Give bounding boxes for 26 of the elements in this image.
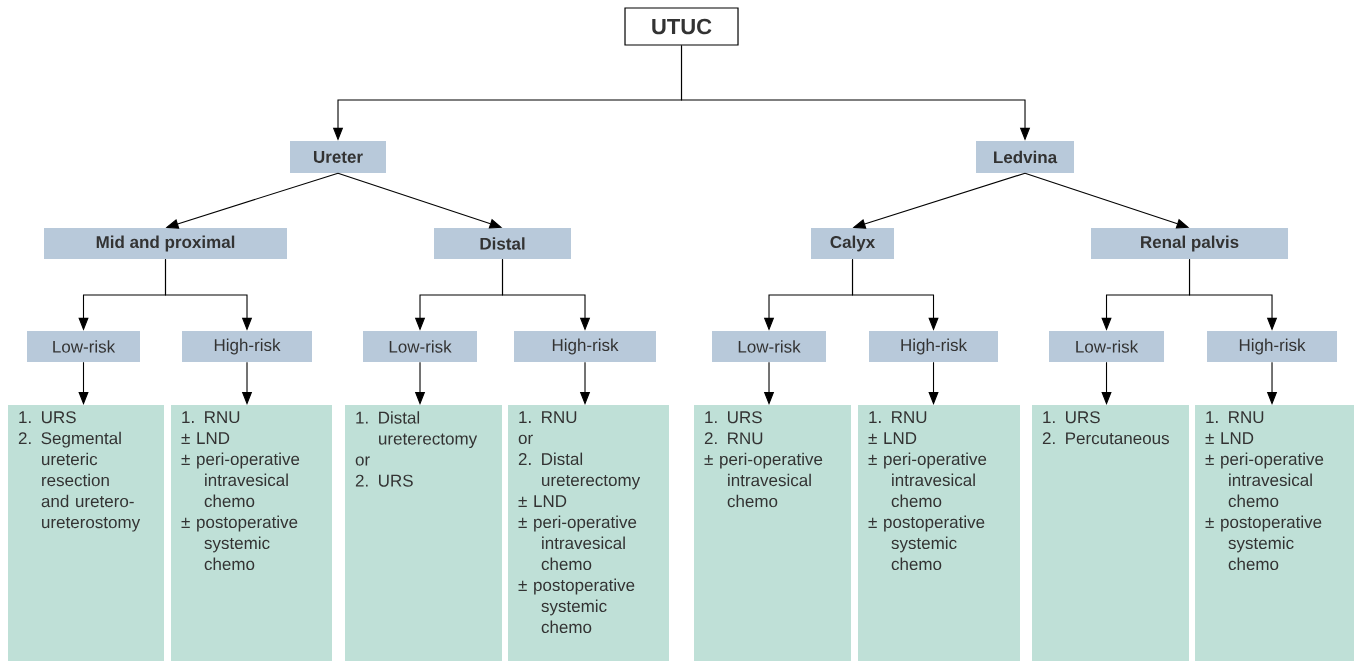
- risk-box: High-risk: [514, 331, 656, 362]
- category-box: Ureter: [290, 141, 386, 173]
- category-box: Distal: [434, 228, 571, 259]
- treatment-box: 1. RNU ± LND ± peri-operative intravesical chemo ± postoperative systemic chemo: [858, 405, 1020, 661]
- treatment-box: 1. RNU ± LND ± peri-operative intravesical chemo ± postoperative systemic chemo: [1195, 405, 1354, 661]
- treatment-box: 1. RNU ± LND ± peri-operative intravesical chemo ± postoperative systemic chemo: [171, 405, 332, 661]
- arrow: [78, 361, 89, 405]
- category-box: Calyx: [811, 228, 894, 259]
- treatment-box: 1. URS 2. RNU ± peri-operative intravesical chemo: [694, 405, 851, 661]
- risk-box: Low-risk: [27, 331, 140, 362]
- treatment-box: 1. RNU or 2. Distal ureterectomy ± LND ± peri-operative intravesical chemo ± postoperative systemic chemo: [508, 405, 669, 661]
- risk-box: Low-risk: [1049, 331, 1164, 362]
- root-box: UTUC: [624, 7, 739, 46]
- risk-box: High-risk: [1207, 331, 1337, 362]
- treatment-box: 1. URS 2. Segmental ureteric resection and uretero-ureterostomy: [8, 405, 164, 661]
- arrow: [1101, 361, 1112, 405]
- category-box: Renal palvis: [1091, 228, 1288, 259]
- treatment-box: 1. URS 2. Percutaneous: [1032, 405, 1189, 661]
- risk-box: High-risk: [182, 331, 312, 362]
- risk-box: High-risk: [869, 331, 998, 362]
- category-box: Mid and proximal: [44, 228, 287, 259]
- arrow: [928, 361, 939, 405]
- risk-box: Low-risk: [363, 331, 477, 362]
- risk-box: Low-risk: [712, 331, 826, 362]
- category-box: Ledvina: [976, 141, 1074, 173]
- treatment-box: 1. Distal ureterectomy or 2. URS: [345, 405, 502, 661]
